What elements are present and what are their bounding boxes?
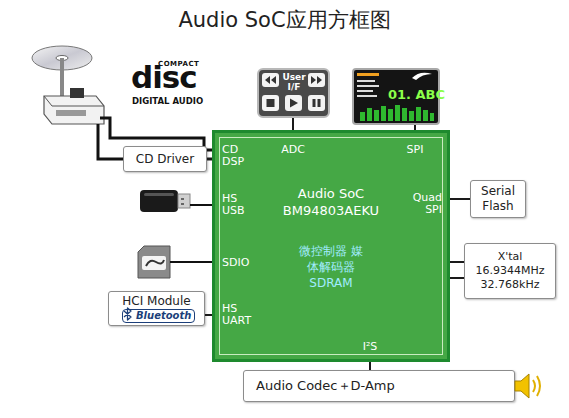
sd-card-sticker [142, 256, 166, 270]
screen-text-line [357, 90, 373, 92]
speaker-icon [515, 374, 540, 398]
box-label: HCI Module [109, 294, 204, 308]
pause-bar [318, 99, 321, 107]
rewind-symbol [265, 76, 276, 84]
pin-name: SDIO [222, 256, 249, 270]
usb-pin [181, 198, 184, 200]
play-button [285, 95, 302, 111]
pin-name: SPI [401, 143, 429, 157]
pickup-head [70, 88, 84, 98]
connector-line [450, 198, 470, 200]
spindle [60, 58, 64, 98]
equalizer-bar [402, 108, 407, 121]
screen-logo-swoosh [412, 73, 432, 80]
chip-functions: 微控制器 媒体解码器 SDRAM [295, 243, 367, 291]
connector-line [292, 118, 294, 130]
box-label: X'tal [498, 250, 523, 264]
forward-button [308, 73, 325, 87]
pause-bar [313, 99, 316, 107]
equalizer-bar [423, 110, 428, 121]
process-box: CD Driver [123, 146, 207, 172]
equalizer-bar [409, 111, 414, 121]
usb-stick-illustration [140, 190, 190, 212]
screen-text-line [357, 80, 375, 82]
frequency-values: 16.9344MHz 32.768kHz [470, 264, 550, 292]
equalizer-bar [360, 112, 365, 121]
chip-name: Audio SoC BM94803AEKU [281, 185, 381, 219]
soc-chip-box: Audio SoC BM94803AEKU 微控制器 媒体解码器 SDRAM [212, 130, 450, 362]
equalizer-bar [374, 110, 379, 121]
usb-highlight [144, 193, 174, 196]
connector-line [414, 125, 416, 130]
equalizer-bar [416, 107, 421, 121]
pin-name: CD DSP [222, 144, 252, 168]
box-label: CD Driver [136, 152, 194, 166]
speaker-cone [515, 374, 529, 398]
connector-line [207, 158, 212, 161]
equalizer-bar [388, 109, 393, 121]
connector-line [205, 314, 212, 316]
screen-text: 01. ABC [388, 87, 445, 103]
cd-wire [98, 124, 123, 159]
pin-name: HS UART [222, 303, 260, 327]
display-screen: 01. ABC [352, 68, 440, 125]
play-symbol [290, 99, 298, 108]
sound-wave [533, 380, 535, 392]
bluetooth-logo-text: Bluetooth [122, 309, 195, 323]
sd-logo-mark [146, 260, 164, 266]
box-label: Audio Codec＋D-Amp [256, 377, 395, 395]
rewind-button [262, 73, 279, 87]
pin-name: I²S [356, 340, 384, 354]
pickup-rail [56, 110, 86, 116]
cd-logo-background [130, 56, 202, 106]
cd-player-illustration [32, 46, 104, 124]
user-interface-panel: User I/F [257, 68, 330, 118]
stop-button [262, 95, 279, 111]
connector-line [450, 261, 464, 263]
pin-name: Quad SPI [404, 192, 442, 216]
connector-line [450, 277, 464, 279]
bluetooth-rune [124, 308, 131, 320]
screen-text-line [357, 85, 379, 87]
panel-label: User I/F [280, 72, 308, 92]
usb-pin [181, 203, 184, 205]
sd-card-illustration [138, 246, 170, 278]
pickup-base [44, 96, 104, 124]
display-screen-graphics [357, 73, 434, 121]
equalizer-bar [395, 105, 400, 121]
pin-name: ADC [279, 143, 307, 157]
equalizer-bar [381, 106, 386, 121]
media-buttons [262, 73, 325, 111]
diagram-title: Audio SoC应用方框图 [0, 6, 569, 34]
sdio-wire [170, 261, 212, 263]
forward-symbol [311, 76, 322, 84]
bluetooth-module-box: HCI ModuleBluetooth [108, 291, 205, 326]
usb-body [140, 190, 178, 212]
connector-line [369, 362, 371, 370]
screen-text-line [357, 95, 377, 97]
crystal-box: X'tal16.9344MHz 32.768kHz [464, 243, 556, 299]
pin-name: HS USB [222, 193, 252, 217]
screen-header-bar [357, 73, 379, 76]
pause-button [308, 95, 325, 111]
equalizer-bar [430, 113, 434, 121]
sd-card-body [138, 246, 170, 278]
usb-wire [190, 204, 212, 206]
sound-wave [537, 376, 540, 396]
box-label: Serial Flash [472, 184, 524, 214]
equalizer-bar [367, 108, 372, 121]
process-box: Serial Flash [470, 180, 526, 218]
stop-symbol [267, 99, 275, 107]
cd-wire [100, 118, 212, 150]
process-box: Audio Codec＋D-Amp [243, 370, 515, 402]
usb-connector [178, 194, 190, 208]
